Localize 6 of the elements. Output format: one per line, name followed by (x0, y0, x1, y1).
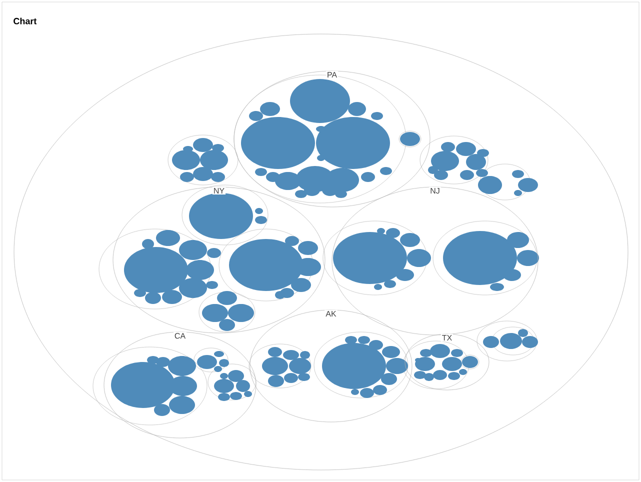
bubble-group: CA (104, 332, 256, 438)
bubble-group: NY (112, 186, 326, 334)
bubble-group: AK (250, 310, 412, 422)
bubble-group: TX (404, 334, 490, 390)
chart-title: Chart (14, 18, 37, 24)
bubble-group: PA (234, 70, 430, 208)
